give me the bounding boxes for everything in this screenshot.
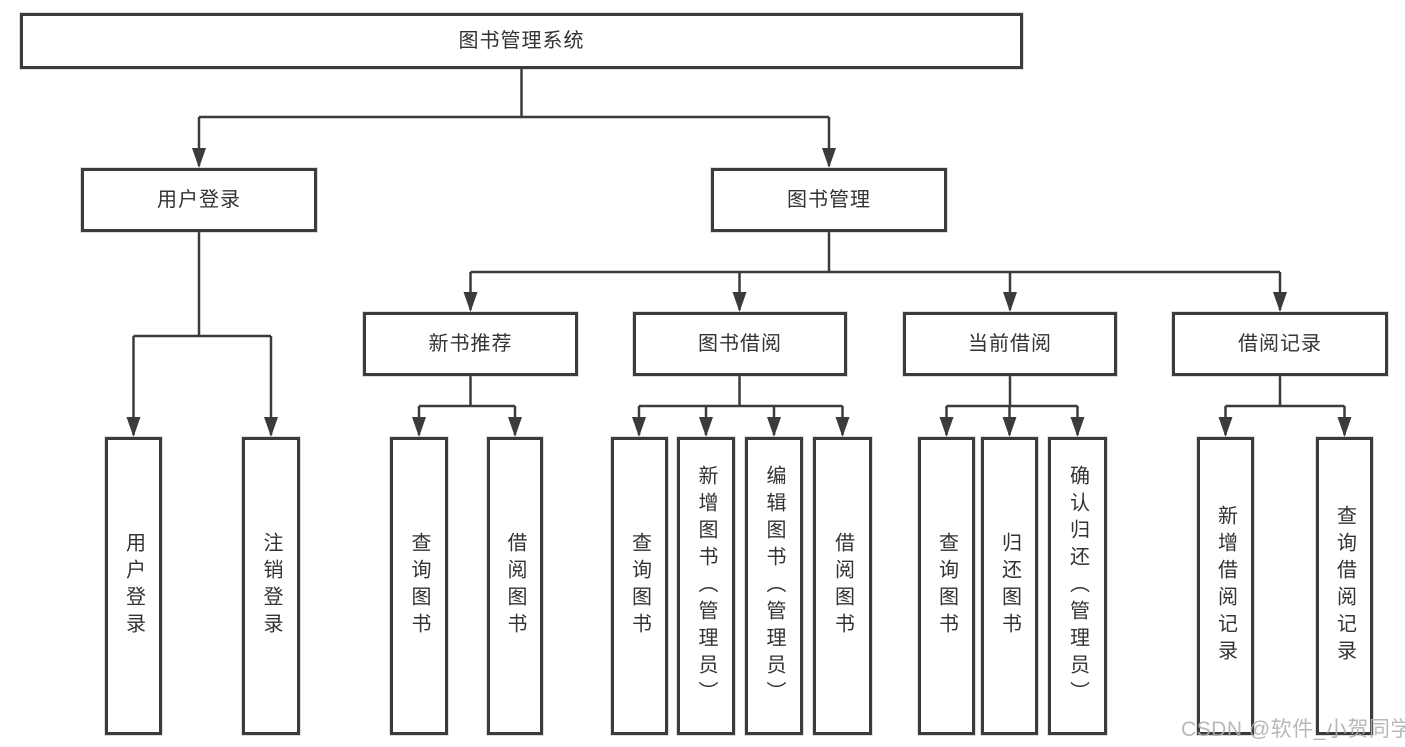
node-borrow-records: 借阅记录 bbox=[1172, 312, 1388, 376]
node-label: 图书管理 bbox=[787, 189, 871, 211]
node-system-root: 图书管理系统 bbox=[20, 13, 1023, 69]
node-leaf-query-books-recommend: 查询图书 bbox=[390, 437, 448, 735]
node-user-login: 用户登录 bbox=[81, 168, 317, 232]
node-label: 用户登录 bbox=[157, 189, 241, 211]
node-label: 确认归还（管理员） bbox=[1066, 464, 1089, 708]
node-leaf-user-login: 用户登录 bbox=[105, 437, 162, 735]
node-current-borrow: 当前借阅 bbox=[903, 312, 1117, 376]
node-leaf-query-borrow-record: 查询借阅记录 bbox=[1316, 437, 1373, 735]
node-label: 编辑图书（管理员） bbox=[763, 464, 785, 708]
node-leaf-borrow-books-recommend: 借阅图书 bbox=[487, 437, 543, 735]
node-label: 当前借阅 bbox=[968, 333, 1052, 355]
node-label: 借阅图书 bbox=[504, 532, 526, 640]
node-leaf-add-books-admin: 新增图书（管理员） bbox=[677, 437, 735, 735]
node-leaf-borrow-books: 借阅图书 bbox=[813, 437, 872, 735]
node-label: 注销登录 bbox=[260, 532, 282, 640]
node-leaf-logout: 注销登录 bbox=[242, 437, 300, 735]
node-leaf-return-books: 归还图书 bbox=[981, 437, 1038, 735]
node-label: 新增借阅记录 bbox=[1214, 505, 1237, 667]
node-label: 查询图书 bbox=[935, 532, 958, 640]
node-label: 新增图书（管理员） bbox=[695, 464, 717, 708]
node-label: 用户登录 bbox=[122, 532, 145, 640]
node-leaf-add-borrow-record: 新增借阅记录 bbox=[1197, 437, 1254, 735]
node-label: 图书借阅 bbox=[698, 333, 782, 355]
node-label: 新书推荐 bbox=[428, 333, 513, 355]
csdn-watermark: CSDN @软件_小贺同学 bbox=[1181, 718, 1405, 741]
node-leaf-query-books-current: 查询图书 bbox=[918, 437, 975, 735]
node-label: 借阅记录 bbox=[1238, 333, 1322, 355]
node-leaf-confirm-return-admin: 确认归还（管理员） bbox=[1048, 437, 1107, 735]
node-book-management: 图书管理 bbox=[711, 168, 947, 232]
node-label: 查询图书 bbox=[408, 532, 430, 640]
node-label: 借阅图书 bbox=[831, 532, 854, 640]
node-leaf-edit-books-admin: 编辑图书（管理员） bbox=[745, 437, 803, 735]
node-leaf-query-books-borrow: 查询图书 bbox=[611, 437, 668, 735]
node-book-borrow: 图书借阅 bbox=[633, 312, 847, 376]
node-label: 查询图书 bbox=[628, 532, 651, 640]
node-new-book-recommend: 新书推荐 bbox=[363, 312, 578, 376]
node-label: 查询借阅记录 bbox=[1333, 505, 1356, 667]
node-label: 归还图书 bbox=[998, 532, 1021, 640]
node-label: 图书管理系统 bbox=[458, 30, 585, 52]
